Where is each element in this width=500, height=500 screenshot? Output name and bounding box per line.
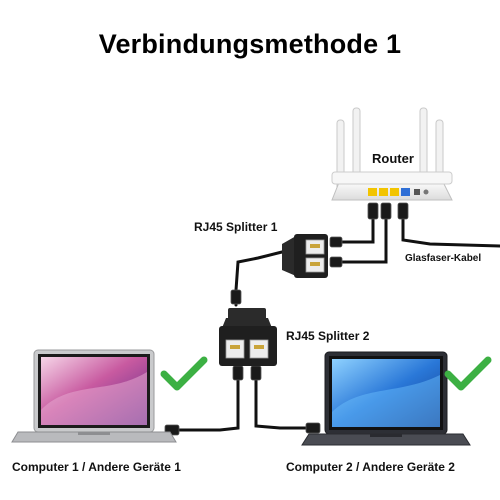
checkmark-icon (160, 356, 208, 391)
splitter2-label: RJ45 Splitter 2 (286, 329, 370, 343)
router-icon (331, 107, 453, 201)
laptop-icon (11, 349, 177, 443)
computer1-label: Computer 1 / Andere Geräte 1 (12, 460, 181, 474)
checkmark-icon (444, 356, 492, 391)
computer2-label: Computer 2 / Andere Geräte 2 (286, 460, 455, 474)
splitter1-label: RJ45 Splitter 1 (194, 220, 278, 234)
diagram-title: Verbindungsmethode 1 (98, 29, 402, 59)
laptop-icon (301, 351, 471, 446)
splitter-icon (219, 308, 277, 366)
splitter-icon (282, 234, 328, 278)
router-label: Router (372, 151, 414, 166)
fiber-cable-label: Glasfaser-Kabel (405, 253, 482, 264)
